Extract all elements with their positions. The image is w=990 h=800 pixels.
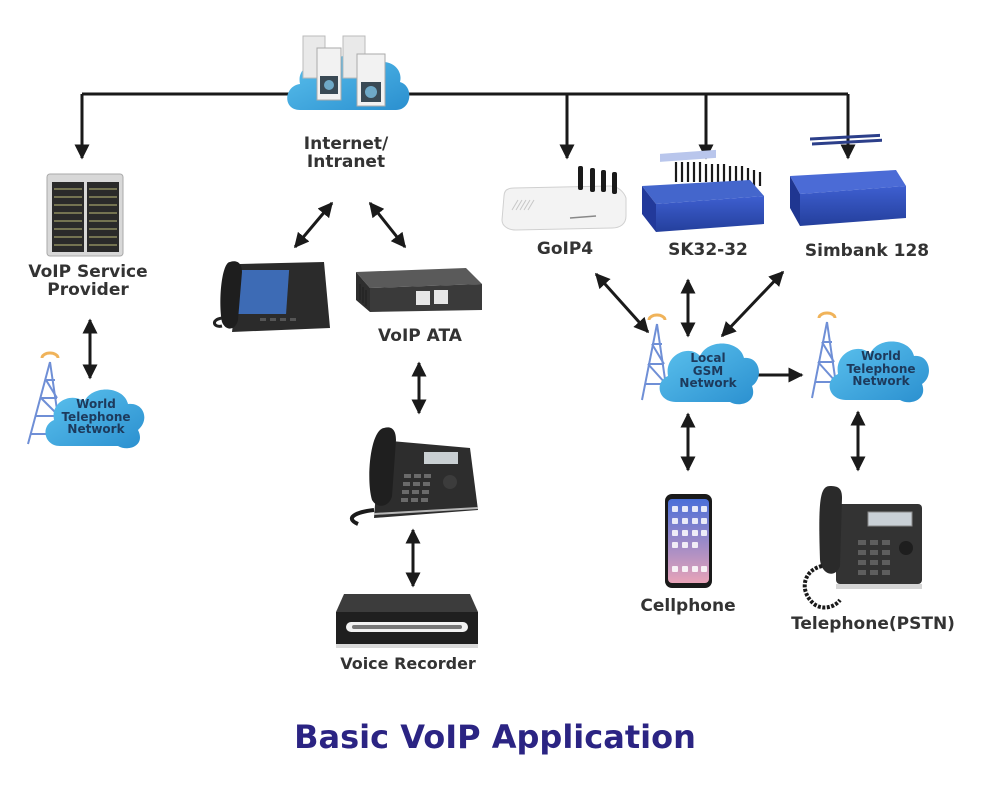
connector-goip4-gsm — [594, 272, 650, 334]
connector-internet-ata — [368, 201, 407, 249]
voip-ata-label: VoIP ATA — [378, 326, 462, 346]
desk-ip-phone-icon — [350, 427, 479, 526]
goip4-label: GoIP4 — [536, 239, 594, 259]
touchscreen-ip-phone-icon — [213, 261, 330, 332]
server-cloud-icon — [287, 35, 410, 110]
cellphone-label: Cellphone — [640, 596, 736, 616]
connector-internet-ipphone — [293, 201, 334, 249]
local-gsm-line1: Local — [690, 351, 726, 365]
voice-recorder-label: Voice Recorder — [340, 654, 476, 673]
voip-provider-label-line1: VoIP Service — [28, 262, 148, 282]
ata-adapter-icon — [356, 268, 482, 312]
pstn-phone-label: Telephone(PSTN) — [791, 614, 955, 634]
sk32-label: SK32-32 — [668, 240, 748, 260]
cell-tower-cloud-icon — [27, 351, 145, 449]
local-gsm-label: Local GSM Network — [668, 352, 748, 390]
local-gsm-line3: Network — [679, 376, 737, 391]
world-network-right-line3: Network — [852, 374, 910, 389]
voip-provider-label: VoIP Service Provider — [14, 262, 162, 300]
internet-label-line1: Internet/ — [303, 134, 389, 154]
world-network-left-line2: Telephone — [61, 409, 131, 424]
voip-provider-label-line2: Provider — [47, 279, 129, 300]
world-network-right-line2: Telephone — [846, 361, 916, 376]
world-network-left-line3: Network — [67, 422, 125, 437]
pstn-telephone-icon — [802, 486, 922, 610]
world-network-left-line1: World — [76, 397, 116, 411]
cell-tower-cloud-icon — [641, 313, 759, 405]
diagram-title: Basic VoIP Application — [294, 718, 696, 756]
world-network-left-label: World Telephone Network — [58, 398, 134, 436]
internet-label-line2: Intranet — [306, 151, 386, 172]
world-network-right-label: World Telephone Network — [836, 350, 926, 388]
connector-simbank-gsm — [720, 270, 785, 338]
internet-label: Internet/ Intranet — [290, 134, 402, 172]
gsm-gateway-icon — [501, 166, 627, 231]
smartphone-icon — [665, 494, 712, 588]
internet-bus — [74, 92, 856, 160]
voice-recorder-icon — [336, 594, 478, 648]
server-rack-icon — [46, 173, 124, 257]
world-network-right-line1: World — [861, 349, 901, 363]
simbank-label: Simbank 128 — [804, 241, 930, 261]
simbank-icon — [790, 133, 906, 226]
sim-bank-gateway-icon — [642, 149, 764, 232]
cell-tower-cloud-icon — [811, 311, 929, 403]
local-gsm-line2: GSM — [692, 363, 724, 378]
